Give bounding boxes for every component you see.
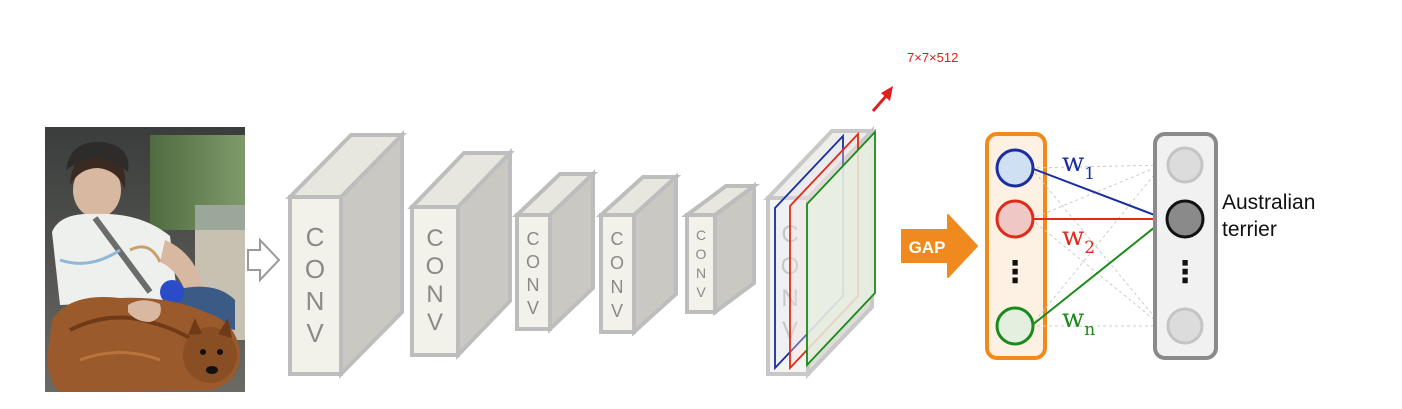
blue-toy: [160, 280, 184, 304]
weight-label-n: wn: [1062, 304, 1095, 340]
conv-block: C O N V: [512, 169, 598, 334]
input-image: [45, 127, 245, 392]
conv-letter: O: [696, 246, 707, 262]
dog-head: [183, 327, 237, 383]
gap-vector-box: [985, 132, 1047, 360]
gap-node-green: [995, 306, 1035, 346]
input-arrow-icon: [247, 237, 281, 283]
conv-letter: C: [426, 225, 443, 252]
conv-letter: C: [696, 227, 706, 243]
conv-letter: N: [611, 277, 624, 297]
conv-letter: O: [610, 253, 624, 273]
conv-letter: O: [426, 253, 445, 280]
conv-letter: V: [696, 284, 706, 300]
gap-arrow: [901, 214, 978, 278]
gap-node-blue: [995, 148, 1035, 188]
conv-letter: V: [527, 298, 539, 318]
person-head: [73, 162, 121, 218]
conv-letter: O: [526, 252, 540, 272]
conv-letter: N: [306, 286, 325, 316]
output-vertical-dots: ⋮: [1170, 255, 1200, 290]
conv-block: C O N V: [680, 182, 761, 316]
conv-letter: V: [611, 301, 623, 321]
output-node: [1166, 146, 1204, 184]
gap-label: GAP: [909, 238, 946, 257]
weight-line-1: [1030, 167, 1166, 220]
person-shirt: [52, 213, 178, 305]
conv-letter: C: [306, 222, 325, 252]
output-node: [1166, 307, 1204, 345]
conv-letter: N: [527, 275, 540, 295]
conv-block: C O N V: [285, 130, 407, 379]
feature-map-size-label: 7×7×512: [907, 50, 958, 65]
weight-line-n: [1030, 218, 1166, 327]
conv-letter: C: [611, 229, 624, 249]
conv-letter: N: [696, 265, 706, 281]
person-cap: [66, 141, 129, 172]
weight-connections: [1030, 164, 1166, 327]
conv-block: C O N V: [595, 172, 682, 337]
conv-letter: V: [427, 309, 443, 336]
gap-node-red: [995, 199, 1035, 239]
conv-letter: V: [306, 318, 324, 348]
conv-block: C O N V: [407, 148, 515, 360]
output-node-active: [1165, 199, 1205, 239]
size-arrow-icon: [871, 94, 889, 112]
person-hand: [128, 300, 161, 322]
conv-letter: C: [527, 229, 540, 249]
conv-letter: N: [426, 281, 443, 308]
weight-label-1: w1: [1062, 148, 1095, 184]
gap-vertical-dots: ⋮: [1000, 255, 1030, 290]
size-arrowhead-icon: [881, 86, 893, 101]
output-class-label: Australian terrier: [1222, 191, 1321, 241]
output-layer-box: [1153, 132, 1218, 360]
feature-map-green: [806, 129, 876, 368]
last-conv-block: C O N V: [763, 126, 877, 379]
conv-letter: O: [305, 254, 325, 284]
weight-label-2: w2: [1062, 222, 1095, 258]
